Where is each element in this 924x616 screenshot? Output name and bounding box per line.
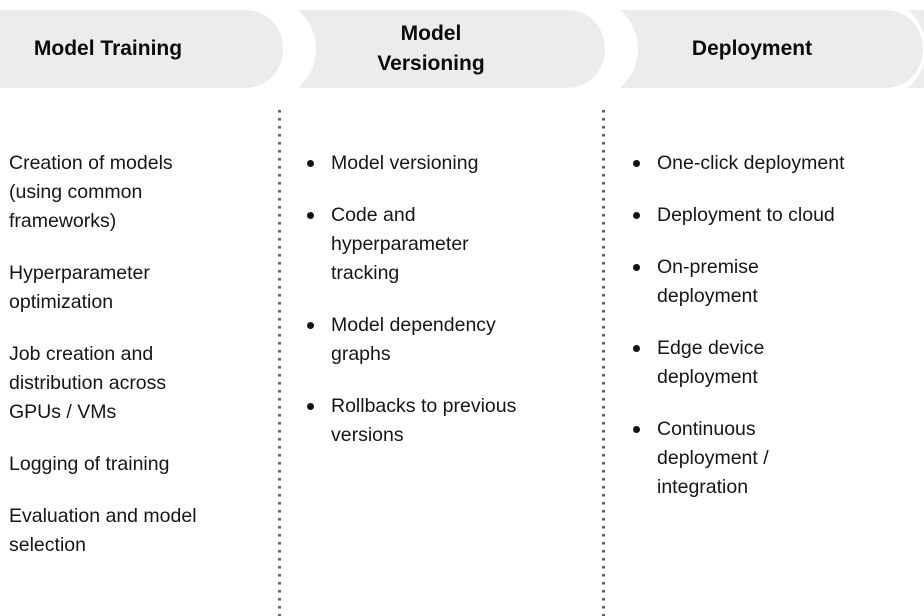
list-item-text: On-premise deployment (657, 256, 759, 307)
list-item-text: Deployment to cloud (657, 204, 835, 226)
feature-text: Job creation and distribution across GPU… (9, 343, 167, 423)
next-stage-fragment (908, 10, 924, 88)
bullet-icon (307, 322, 314, 329)
bullet-icon (633, 426, 640, 433)
list-item: Rollbacks to previous versions (307, 392, 597, 450)
feature-text: Logging of training (9, 453, 170, 475)
bullet-icon (633, 345, 640, 352)
list-item: Code and hyperparameter tracking (307, 201, 597, 288)
stage-shape-model-training (0, 10, 283, 88)
column-deployment: One-click deployment Deployment to cloud… (633, 149, 919, 525)
column-model-training: Creation of models (using common framewo… (9, 149, 275, 583)
feature-text: Evaluation and model selection (9, 505, 197, 556)
feature-text: Creation of models (using common framewo… (9, 152, 173, 232)
list-item-text: Code and hyperparameter tracking (331, 204, 469, 284)
feature-text: Hyperparameter optimization (9, 262, 150, 313)
list-item-text: Continuous deployment / integration (657, 418, 769, 498)
list-item-text: One-click deployment (657, 152, 845, 174)
stage-title-model-training: Model Training (33, 37, 183, 60)
dotted-divider-1 (278, 110, 281, 616)
list-item: Edge device deployment (633, 334, 919, 392)
feature-list: Model versioning Code and hyperparameter… (307, 149, 597, 450)
dotted-divider-2 (602, 110, 605, 616)
list-item-text: Model dependency graphs (331, 314, 496, 365)
list-item: Model versioning (307, 149, 597, 178)
stage-title-model-versioning: Model Versioning (377, 22, 485, 75)
list-item: Continuous deployment / integration (633, 415, 919, 502)
bullet-icon (307, 212, 314, 219)
stage-title-deployment: Deployment (691, 37, 813, 60)
pipeline-header-band: Model Training Model Versioning Deployme… (0, 0, 924, 98)
stage-shape-deployment (620, 10, 923, 88)
bullet-icon (633, 212, 640, 219)
list-item: Deployment to cloud (633, 201, 919, 230)
list-item-text: Edge device deployment (657, 337, 765, 388)
feature-list: One-click deployment Deployment to cloud… (633, 149, 919, 502)
bullet-icon (307, 160, 314, 167)
column-model-versioning: Model versioning Code and hyperparameter… (307, 149, 597, 473)
chevron-shapes (0, 10, 924, 88)
bullet-icon (307, 403, 314, 410)
bullet-icon (633, 264, 640, 271)
list-item-text: Rollbacks to previous versions (331, 395, 517, 446)
list-item: One-click deployment (633, 149, 919, 178)
list-item-text: Model versioning (331, 152, 479, 174)
bullet-icon (633, 160, 640, 167)
stage-shape-model-versioning (298, 10, 605, 88)
list-item: Model dependency graphs (307, 311, 597, 369)
list-item: On-premise deployment (633, 253, 919, 311)
